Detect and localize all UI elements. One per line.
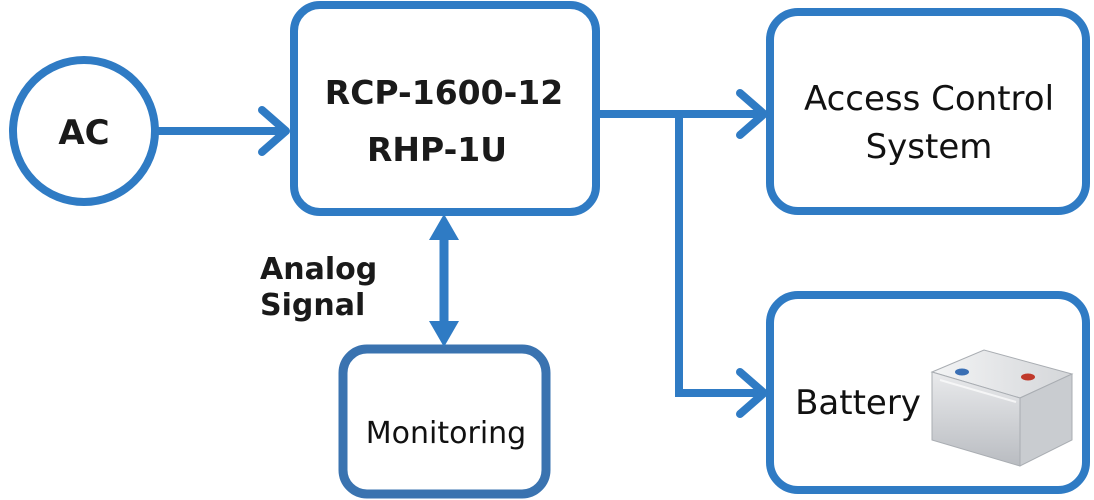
psu-box <box>290 1 600 216</box>
edge-ac-to-psu <box>155 106 290 156</box>
access-control-label-line2: System <box>866 127 993 167</box>
arrowhead-up-icon <box>429 214 459 240</box>
monitoring-label: Monitoring <box>366 416 526 451</box>
monitoring-node: Monitoring <box>338 344 551 499</box>
arrowhead-right-icon <box>736 89 768 139</box>
battery-label: Battery <box>795 383 921 423</box>
ac-label: AC <box>58 113 109 153</box>
access-control-box <box>766 8 1090 215</box>
battery-node: Battery <box>766 291 1090 494</box>
monitoring-box <box>338 344 551 499</box>
access-control-node: Access Control System <box>766 8 1090 215</box>
psu-rack-label: RHP-1U <box>367 130 507 169</box>
access-control-label-line1: Access Control <box>804 79 1054 119</box>
arrowhead-down-icon <box>429 321 459 347</box>
arrowhead-right-icon <box>258 106 290 156</box>
psu-node: RCP-1600-12 RHP-1U <box>290 1 600 216</box>
battery-icon <box>930 349 1074 467</box>
ac-node: AC <box>9 56 159 206</box>
edge-psu-branch <box>598 89 768 418</box>
edge-analog-signal: Analog Signal <box>260 214 459 347</box>
analog-signal-label-line2: Signal <box>260 288 365 323</box>
psu-model-label: RCP-1600-12 <box>325 73 563 112</box>
analog-signal-label-line1: Analog <box>260 252 377 287</box>
arrowhead-right-icon <box>736 368 768 418</box>
